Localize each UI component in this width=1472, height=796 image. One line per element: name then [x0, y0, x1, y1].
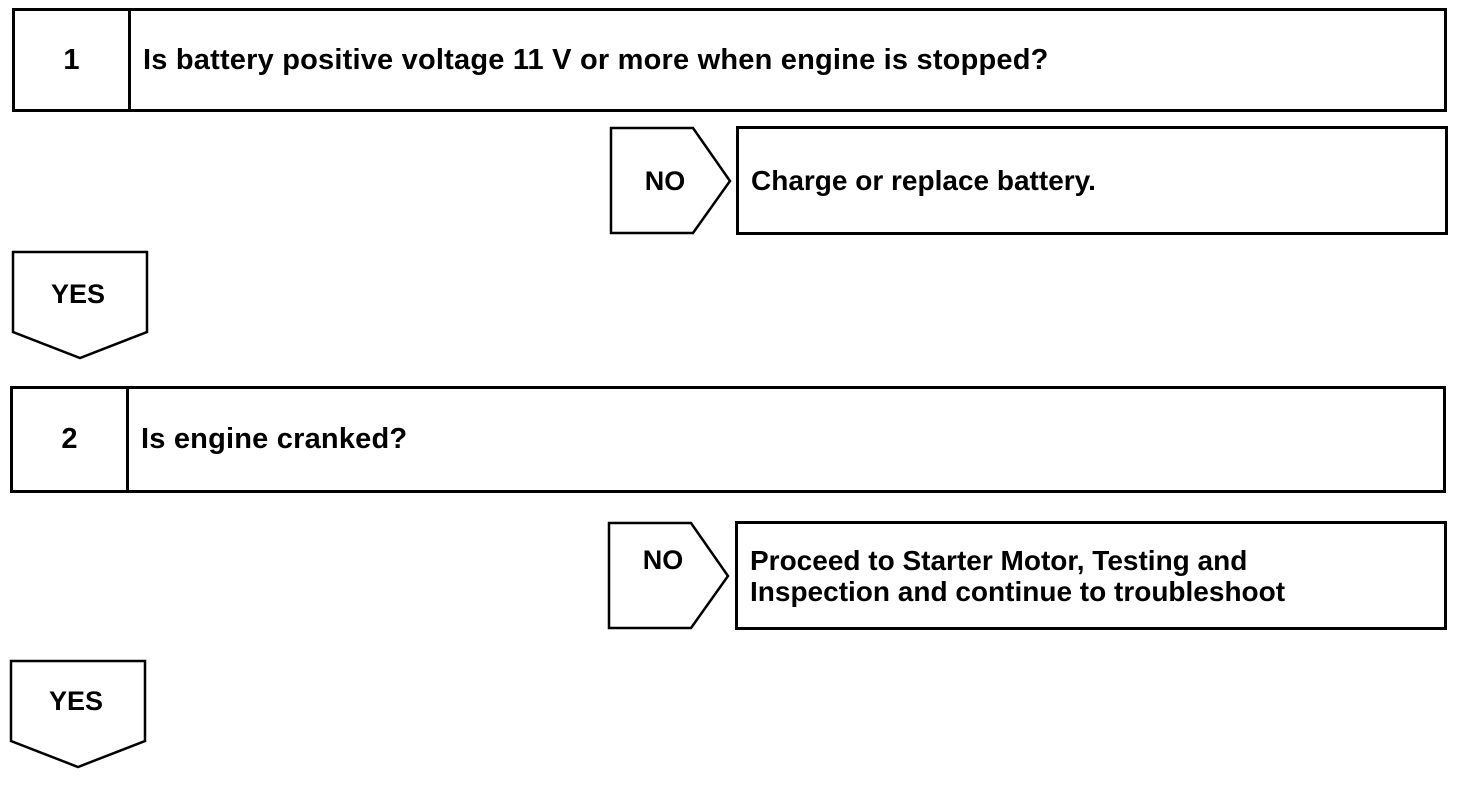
step-1-question: Is battery positive voltage 11 V or more…: [143, 43, 1049, 76]
no-action-2-line-1: Proceed to Starter Motor, Testing and: [750, 545, 1248, 576]
step-2-question: Is engine cranked?: [141, 423, 408, 455]
step-1-number: 1: [15, 11, 131, 109]
no-arrow-1-shape: [609, 126, 732, 235]
yes-label-2: YES: [48, 686, 104, 716]
yes-arrow-1-shape: [11, 250, 149, 360]
no-arrow-2-shape: [607, 521, 730, 630]
no-action-2-box: Proceed to Starter Motor, Testing and In…: [735, 521, 1447, 630]
no-action-1-box: Charge or replace battery.: [736, 126, 1448, 235]
no-action-1-text: Charge or replace battery.: [751, 165, 1096, 196]
step-1-box: 1 Is battery positive voltage 11 V or mo…: [12, 8, 1447, 112]
no-label-2: NO: [642, 545, 684, 575]
step-2-box: 2 Is engine cranked?: [10, 386, 1446, 493]
no-label-1: NO: [644, 166, 686, 196]
step-2-number: 2: [13, 389, 129, 490]
yes-label-1: YES: [50, 279, 106, 309]
yes-arrow-2-shape: [9, 659, 147, 769]
no-action-2-line-2: Inspection and continue to troubleshoot: [750, 576, 1286, 607]
